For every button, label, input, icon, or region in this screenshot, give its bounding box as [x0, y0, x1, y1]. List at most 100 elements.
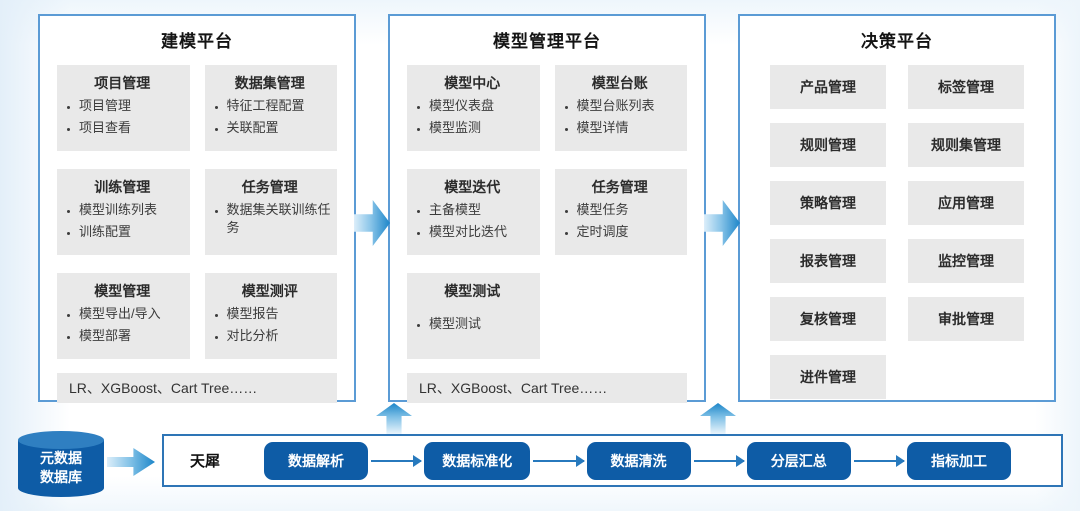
panel-gap: [354, 14, 390, 402]
cylinder-bottom: [18, 479, 104, 497]
module-box: 应用管理: [908, 181, 1024, 225]
feature-item: 定时调度: [577, 223, 684, 241]
feature-item: 模型测试: [429, 315, 536, 333]
database-icon: [18, 431, 104, 449]
panel-model-mgmt: 模型管理平台模型中心模型仪表盘模型监测模型台账模型台账列表模型详情模型迭代主备模…: [388, 14, 706, 403]
right-arrow-icon: [107, 448, 155, 476]
datasource-label-line2: 数据库: [40, 469, 82, 485]
module-box: 策略管理: [770, 181, 886, 225]
feature-item: 训练配置: [79, 223, 186, 241]
feature-item: 模型详情: [577, 119, 684, 137]
module-box: 监控管理: [908, 239, 1024, 283]
group-item-list: 模型训练列表训练配置: [59, 201, 186, 240]
feature-item: 模型训练列表: [79, 201, 186, 219]
pipeline-step: 数据解析: [264, 441, 369, 480]
group-title: 模型测试: [444, 283, 501, 299]
group-title: 模型台账: [591, 75, 648, 91]
group-item-list: 模型导出/导入模型部署: [59, 305, 186, 344]
algorithms-bar: LR、XGBoost、Cart Tree……: [57, 373, 337, 403]
metadata-database-cylinder: 元数据 数据库: [18, 431, 104, 497]
module-box: 规则集管理: [908, 123, 1024, 167]
feature-item: 关联配置: [227, 119, 334, 137]
feature-item: 模型对比迭代: [429, 223, 536, 241]
up-arrow-icon: [376, 403, 412, 434]
flow-arrow-icon: [533, 454, 585, 467]
feature-item: 模型监测: [429, 119, 536, 137]
pipeline-step: 数据标准化: [424, 441, 531, 480]
flow-arrow-icon: [853, 454, 906, 467]
module-box: 复核管理: [770, 297, 886, 341]
feature-group: 项目管理项目管理项目查看: [57, 65, 190, 151]
feature-item: 项目管理: [79, 97, 186, 115]
module-box: 进件管理: [770, 355, 886, 399]
group-item-list: 数据集关联训练任务: [207, 201, 334, 236]
module-box: 报表管理: [770, 239, 886, 283]
module-box: 审批管理: [908, 297, 1024, 341]
feature-item: 主备模型: [429, 201, 536, 219]
feature-item: 模型台账列表: [577, 97, 684, 115]
group-title: 模型迭代: [444, 179, 501, 195]
feature-group: 模型迭代主备模型模型对比迭代: [407, 169, 540, 255]
right-arrow-icon: [354, 200, 390, 246]
group-title: 模型中心: [444, 75, 501, 91]
group-item-list: 特征工程配置关联配置: [207, 97, 334, 136]
feature-group: 任务管理数据集关联训练任务: [204, 169, 337, 255]
datasource-label: 元数据 数据库: [18, 431, 104, 497]
algorithms-bar: LR、XGBoost、Cart Tree……: [407, 373, 687, 403]
feature-group: 模型测评模型报告对比分析: [204, 273, 337, 359]
up-arrow-icon: [700, 403, 736, 434]
panel-title: 模型管理平台: [493, 32, 601, 51]
group-item-list: 模型报告对比分析: [207, 305, 334, 344]
feature-group: 模型管理模型导出/导入模型部署: [57, 273, 190, 359]
module-box: 标签管理: [908, 65, 1024, 109]
feature-group: 模型台账模型台账列表模型详情: [554, 65, 687, 151]
feature-group-grid: 项目管理项目管理项目查看数据集管理特征工程配置关联配置训练管理模型训练列表训练配…: [40, 65, 354, 359]
feature-item: 模型仪表盘: [429, 97, 536, 115]
feature-group: 数据集管理特征工程配置关联配置: [204, 65, 337, 151]
pipeline-step: 分层汇总: [746, 441, 851, 480]
group-title: 任务管理: [241, 179, 298, 195]
group-title: 训练管理: [94, 179, 151, 195]
group-item-list: 主备模型模型对比迭代: [409, 201, 536, 240]
feature-item: 对比分析: [227, 327, 334, 345]
pipeline-steps: 数据解析 数据标准化 数据清洗 分层汇总 指标加工: [264, 441, 1012, 480]
panel-title: 决策平台: [861, 32, 933, 51]
group-title: 模型测评: [241, 283, 298, 299]
panel-modeling: 建模平台项目管理项目管理项目查看数据集管理特征工程配置关联配置训练管理模型训练列…: [38, 14, 356, 403]
group-item-list: 模型测试: [409, 315, 536, 333]
panel-decision: 决策平台产品管理标签管理规则管理规则集管理策略管理应用管理报表管理监控管理复核管…: [738, 14, 1056, 402]
feature-item: 模型导出/导入: [79, 305, 186, 323]
module-box: 产品管理: [770, 65, 886, 109]
data-pipeline-box: 天犀 数据解析 数据标准化 数据清洗 分层汇总 指标加工: [162, 434, 1063, 487]
flow-arrow-icon: [693, 454, 746, 467]
panel-title: 建模平台: [161, 32, 233, 51]
feature-group: 任务管理模型任务定时调度: [554, 169, 687, 255]
group-item-list: 模型任务定时调度: [557, 201, 684, 240]
panel-gap: [704, 14, 740, 402]
pipeline-step: 数据清洗: [586, 441, 691, 480]
feature-item: 模型任务: [577, 201, 684, 219]
group-title: 数据集管理: [234, 75, 305, 91]
feature-item: 特征工程配置: [227, 97, 334, 115]
feature-item: 模型报告: [227, 305, 334, 323]
feature-group: 模型测试模型测试: [407, 273, 540, 359]
feature-item: 模型部署: [79, 327, 186, 345]
datasource-label-line1: 元数据: [40, 450, 82, 467]
flow-arrow-icon: [371, 454, 423, 467]
module-box-grid: 产品管理标签管理规则管理规则集管理策略管理应用管理报表管理监控管理复核管理审批管…: [740, 65, 1054, 399]
group-item-list: 模型仪表盘模型监测: [409, 97, 536, 136]
platform-panels-row: 建模平台项目管理项目管理项目查看数据集管理特征工程配置关联配置训练管理模型训练列…: [38, 14, 1056, 403]
group-title: 任务管理: [591, 179, 648, 195]
feature-item: 项目查看: [79, 119, 186, 137]
feature-group: 训练管理模型训练列表训练配置: [57, 169, 190, 255]
pipeline-step: 指标加工: [907, 441, 1012, 480]
feature-group-grid: 模型中心模型仪表盘模型监测模型台账模型台账列表模型详情模型迭代主备模型模型对比迭…: [390, 65, 704, 359]
feature-group: 模型中心模型仪表盘模型监测: [407, 65, 540, 151]
feature-item: 数据集关联训练任务: [227, 201, 334, 236]
group-title: 模型管理: [94, 283, 151, 299]
pipeline-source-label: 天犀: [190, 453, 221, 470]
module-box: 规则管理: [770, 123, 886, 167]
right-arrow-icon: [704, 200, 740, 246]
group-item-list: 项目管理项目查看: [59, 97, 186, 136]
group-title: 项目管理: [94, 75, 151, 91]
